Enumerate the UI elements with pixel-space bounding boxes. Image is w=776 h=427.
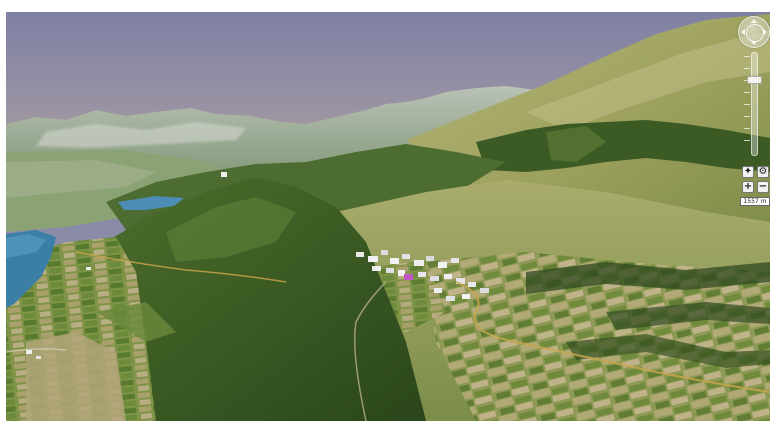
pan-east-arrow-icon[interactable]	[763, 29, 767, 35]
map-3d-viewer[interactable]: ✦ ⚙ + − 1557 m	[6, 12, 770, 421]
compass-center[interactable]	[746, 24, 764, 42]
zoom-in-button[interactable]: +	[742, 181, 754, 193]
zoom-buttons-row: + −	[742, 181, 770, 193]
view-buttons-row: ✦ ⚙	[742, 166, 770, 178]
pan-west-arrow-icon[interactable]	[741, 29, 745, 35]
zoom-out-button[interactable]: −	[757, 181, 769, 193]
north-reset-button[interactable]: ✦	[742, 166, 754, 178]
settings-button[interactable]: ⚙	[757, 166, 769, 178]
field-patchwork	[426, 252, 770, 421]
scale-indicator: 1557 m	[740, 197, 770, 206]
navigation-controls: ✦ ⚙ + − 1557 m	[738, 16, 770, 206]
village	[356, 250, 489, 301]
tilt-slider-ticks	[744, 56, 764, 150]
compass-rose-icon[interactable]	[738, 16, 770, 48]
pan-north-arrow-icon[interactable]	[751, 19, 757, 23]
tilt-slider-track[interactable]	[751, 52, 758, 156]
tilt-slider-handle[interactable]	[747, 76, 762, 84]
lake-small	[118, 196, 184, 210]
pan-south-arrow-icon[interactable]	[751, 41, 757, 45]
terrain-scene[interactable]	[6, 12, 770, 421]
road	[455, 281, 770, 393]
